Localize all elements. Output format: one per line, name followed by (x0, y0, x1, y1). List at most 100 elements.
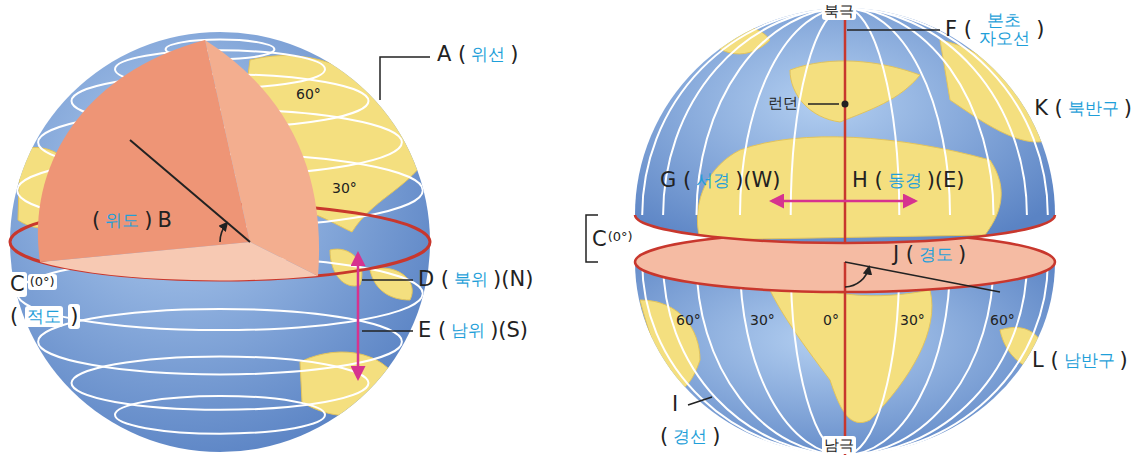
callout-letter: C (592, 227, 607, 252)
answer-text: 서경 (696, 170, 730, 190)
degree-label: 60° (676, 312, 701, 329)
label-group: 30° (900, 312, 925, 329)
callout-letter: K ( (1034, 96, 1063, 121)
callout-letter: A ( (437, 42, 466, 67)
leader-line (362, 330, 413, 332)
callout-letter: E ( (418, 318, 446, 343)
callout-letter: ) (1120, 348, 1128, 373)
radius-line (130, 140, 250, 242)
label-group: 북극 (822, 2, 856, 20)
answer-text: 위도 (105, 210, 139, 230)
label-group: 30° (750, 312, 775, 329)
callout-letter: ) (144, 208, 152, 233)
degree-label: 30° (900, 312, 925, 329)
globe-path (370, 268, 412, 300)
label-group: 60° (676, 312, 701, 329)
label-group: 0° (823, 312, 839, 329)
prime-meridian (844, 8, 847, 243)
globe-path (642, 8, 845, 215)
callout-letter: F ( (945, 17, 972, 42)
answer-text: 본초 자오선 (977, 12, 1031, 48)
degree-label: 60° (990, 312, 1015, 329)
globe-path (790, 61, 920, 122)
callout-letter: )(W) (735, 168, 780, 193)
answer-text: 남위 (451, 320, 485, 340)
label-group: (경선) (660, 424, 720, 449)
callout-letter: ) (510, 42, 518, 67)
label-group: C(0°) (592, 227, 633, 252)
callout-letter: C (8, 272, 27, 297)
label-group: 런던 (768, 94, 798, 112)
angle-arc (845, 267, 869, 287)
callout-letter: ( (8, 304, 20, 329)
globe-sphere (10, 32, 430, 452)
callout-letter: ) (712, 424, 720, 449)
globe-ellipse (38, 309, 402, 374)
label-group: E (남위)(S) (418, 318, 528, 343)
label-group: 30° (332, 180, 357, 197)
globe-ellipse (72, 356, 369, 409)
degree-note: (0°) (608, 229, 633, 245)
callout-letter: )(S) (490, 318, 528, 343)
label-group: K (북반구) (1034, 96, 1132, 121)
direction-arrow (357, 254, 360, 378)
degree-label: 60° (296, 86, 321, 103)
callout-letter: L ( (1032, 348, 1059, 373)
label-group: 남극 (822, 436, 856, 454)
answer-text: 경선 (673, 426, 707, 446)
label-group: 60° (296, 86, 321, 103)
degree-note: (0°) (28, 274, 57, 290)
label-group: C(0°) (8, 272, 57, 297)
label-group: I (672, 392, 678, 417)
answer-text: 동경 (888, 170, 922, 190)
globe-path (845, 8, 1048, 215)
callout-letter: ) (958, 242, 966, 267)
answer-text: 남반구 (1064, 350, 1115, 370)
place-name: 남극 (822, 436, 856, 454)
label-group: D (북위)(N) (418, 267, 533, 292)
callout-letter: )(N) (493, 267, 533, 292)
angle-arc (220, 223, 227, 242)
degree-label: 30° (750, 312, 775, 329)
globe-path (940, 40, 1050, 142)
degree-label: 0° (823, 312, 839, 329)
callout-letter: D ( (418, 267, 449, 292)
callout-letter: ) (68, 304, 80, 329)
answer-text: 북위 (454, 269, 488, 289)
longitude-line (845, 262, 1000, 292)
meridian-lines (642, 262, 1048, 455)
label-group: F (본초 자오선) (945, 12, 1045, 48)
leader-line (808, 103, 839, 105)
callout-letter: G ( (660, 168, 691, 193)
callout-letter: B (157, 208, 171, 233)
meridian-plane-cut (205, 40, 319, 276)
callout-letter: ( (660, 424, 668, 449)
callout-letter: H ( (852, 168, 883, 193)
label-group: H (동경)(E) (852, 168, 965, 193)
globe-path (697, 8, 846, 215)
callout-letter: J ( (893, 242, 914, 267)
parallel-lines (17, 40, 423, 434)
callout-letter: )(E) (927, 168, 965, 193)
prime-meridian (844, 292, 847, 455)
southern-hemisphere (635, 262, 1055, 455)
label-group: 60° (990, 312, 1015, 329)
answer-text: 적도 (25, 306, 63, 326)
leader-line (380, 57, 430, 100)
label-group: (위도)B (92, 208, 172, 233)
callout-letter: I (672, 392, 678, 417)
globe-path (845, 8, 994, 215)
callout-letter: ( (92, 208, 100, 233)
degree-label: 30° (332, 180, 357, 197)
answer-text: 위선 (471, 44, 505, 64)
place-name: 런던 (768, 94, 798, 112)
globe-ellipse (115, 396, 325, 434)
leader-line (847, 29, 940, 31)
label-group: A (위선) (437, 42, 518, 67)
place-name: 북극 (822, 2, 856, 20)
label-group: (적도) (8, 304, 80, 329)
callout-letter: ) (1124, 96, 1132, 121)
callout-letter: ) (1036, 17, 1044, 42)
label-group: J (경도) (893, 242, 966, 267)
